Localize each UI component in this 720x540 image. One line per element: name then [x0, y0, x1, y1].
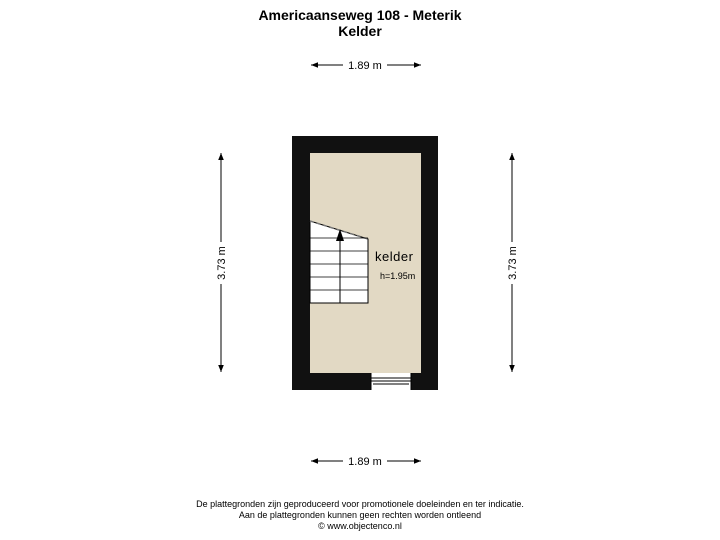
disclaimer-line-2: Aan de plattegronden kunnen geen rechten… [238, 510, 482, 520]
plan-floor-title: Kelder [338, 23, 382, 39]
staircase [309, 220, 369, 304]
dimension-right-label: 3.73 m [507, 246, 519, 280]
dimension-left-label: 3.73 m [216, 246, 228, 280]
room-name: kelder [375, 249, 414, 264]
plan-address-title: Americaanseweg 108 - Meterik [258, 7, 462, 23]
dimension-top: 1.89 m [311, 60, 421, 72]
disclaimer-line-1: De plattegronden zijn geproduceerd voor … [196, 499, 524, 509]
room-height: h=1.95m [380, 271, 415, 281]
dimension-bottom-label: 1.89 m [348, 456, 382, 468]
copyright-line: © www.objectenco.nl [318, 521, 402, 531]
window [370, 373, 412, 390]
dimension-top-label: 1.89 m [348, 60, 382, 72]
dimension-left: 3.73 m [216, 153, 228, 372]
dimension-bottom: 1.89 m [311, 456, 421, 468]
stair-arrow-icon [336, 229, 344, 241]
dimension-right: 3.73 m [507, 153, 519, 372]
